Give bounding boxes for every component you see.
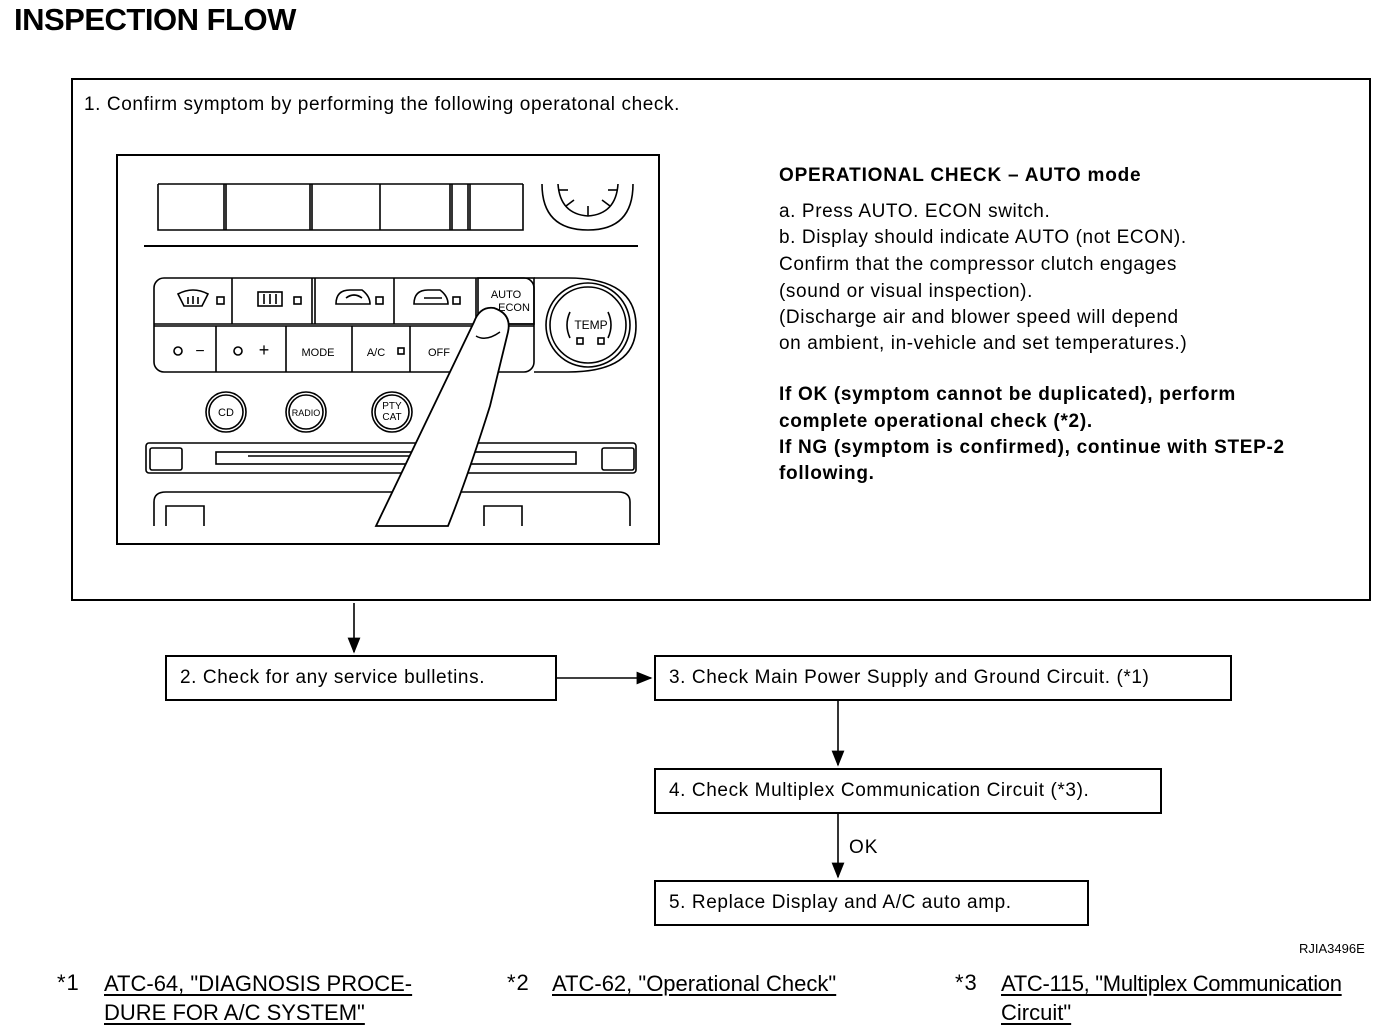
operational-check-title: OPERATIONAL CHECK – AUTO mode xyxy=(779,165,1142,186)
step1-box xyxy=(71,78,1371,601)
footnote-link-text[interactable]: ATC-62, "Operational Check" xyxy=(552,971,837,996)
pty-label: PTY xyxy=(382,401,402,412)
result-line: If NG (symptom is confirmed), continue w… xyxy=(779,437,1285,458)
mode-label: MODE xyxy=(302,347,335,359)
auto-econ-label-1: AUTO xyxy=(491,289,522,301)
step1-text: 1. Confirm symptom by performing the fol… xyxy=(84,94,680,115)
op-line: Confirm that the compressor clutch engag… xyxy=(779,254,1177,275)
footnote-link-3[interactable]: ATC-115, "Multiplex Communication Circui… xyxy=(1001,969,1386,1027)
result-line: complete operational check (*2). xyxy=(779,411,1093,432)
flow-step-4: 4. Check Multiplex Communication Circuit… xyxy=(654,768,1162,814)
flow-step-3: 3. Check Main Power Supply and Ground Ci… xyxy=(654,655,1232,701)
footnote-link-text[interactable]: ATC-115, "Multiplex Communication xyxy=(1001,971,1342,996)
footnote-link-1[interactable]: ATC-64, "DIAGNOSIS PROCE- DURE FOR A/C S… xyxy=(104,969,412,1027)
op-line: on ambient, in-vehicle and set temperatu… xyxy=(779,333,1188,354)
control-panel-drawing: AUTO ECON − + MODE A/C OFF TEMP CD RADIO… xyxy=(144,183,638,527)
page-title: INSPECTION FLOW xyxy=(14,2,296,37)
cat-label: CAT xyxy=(382,412,401,423)
op-line: (Discharge air and blower speed will dep… xyxy=(779,307,1179,328)
flow-step-4-text: 4. Check Multiplex Communication Circuit… xyxy=(669,780,1090,801)
flow-step-5-text: 5. Replace Display and A/C auto amp. xyxy=(669,892,1012,913)
result-line: If OK (symptom cannot be duplicated), pe… xyxy=(779,384,1236,405)
footnote-mark: *1 xyxy=(57,970,80,995)
ac-label: A/C xyxy=(367,347,385,359)
footnote-link-text[interactable]: DURE FOR A/C SYSTEM" xyxy=(104,1000,365,1025)
op-line: (sound or visual inspection). xyxy=(779,281,1033,302)
finger-icon xyxy=(374,306,510,527)
cd-label: CD xyxy=(218,407,234,419)
footnote-link-text[interactable]: ATC-64, "DIAGNOSIS PROCE- xyxy=(104,971,413,996)
temp-label: TEMP xyxy=(574,318,607,332)
footnote-link-2[interactable]: ATC-62, "Operational Check" xyxy=(552,969,836,998)
flow-step-2: 2. Check for any service bulletins. xyxy=(165,655,557,701)
footnote-mark: *2 xyxy=(507,970,530,995)
op-line: b. Display should indicate AUTO (not ECO… xyxy=(779,227,1187,248)
op-line: a. Press AUTO. ECON switch. xyxy=(779,201,1051,222)
flow-step-2-text: 2. Check for any service bulletins. xyxy=(180,667,486,688)
footnote-link-text[interactable]: Circuit" xyxy=(1001,1000,1072,1025)
footnote-mark: *3 xyxy=(955,970,978,995)
flow-step-5: 5. Replace Display and A/C auto amp. xyxy=(654,880,1089,926)
figure-code: RJIA3496E xyxy=(1299,941,1365,956)
fan-plus-label: + xyxy=(259,340,270,360)
control-panel-illustration: AUTO ECON − + MODE A/C OFF TEMP CD RADIO… xyxy=(116,154,660,545)
fan-minus-label: − xyxy=(195,343,204,360)
flow-step-3-text: 3. Check Main Power Supply and Ground Ci… xyxy=(669,667,1150,688)
off-label: OFF xyxy=(428,347,450,359)
auto-econ-label-2: ECON xyxy=(498,302,530,314)
radio-label: RADIO xyxy=(292,408,321,418)
result-line: following. xyxy=(779,463,875,484)
ok-label: OK xyxy=(849,837,879,858)
